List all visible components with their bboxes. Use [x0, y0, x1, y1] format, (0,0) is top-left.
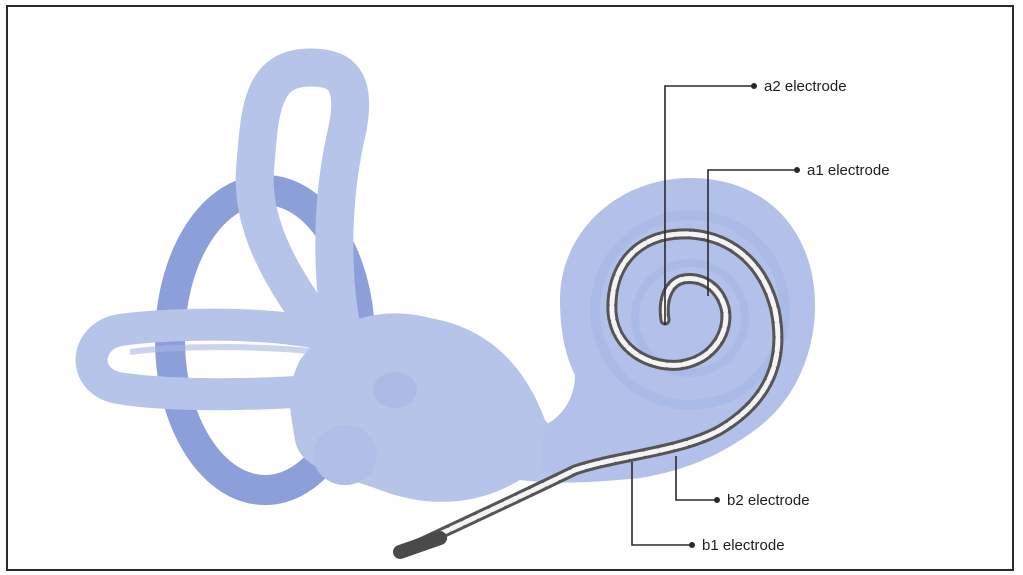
label-a1-electrode: a1 electrode	[807, 162, 890, 179]
label-b2-electrode: b2 electrode	[727, 492, 810, 509]
label-b1-electrode: b1 electrode	[702, 537, 785, 554]
label-a2-electrode: a2 electrode	[764, 78, 847, 95]
